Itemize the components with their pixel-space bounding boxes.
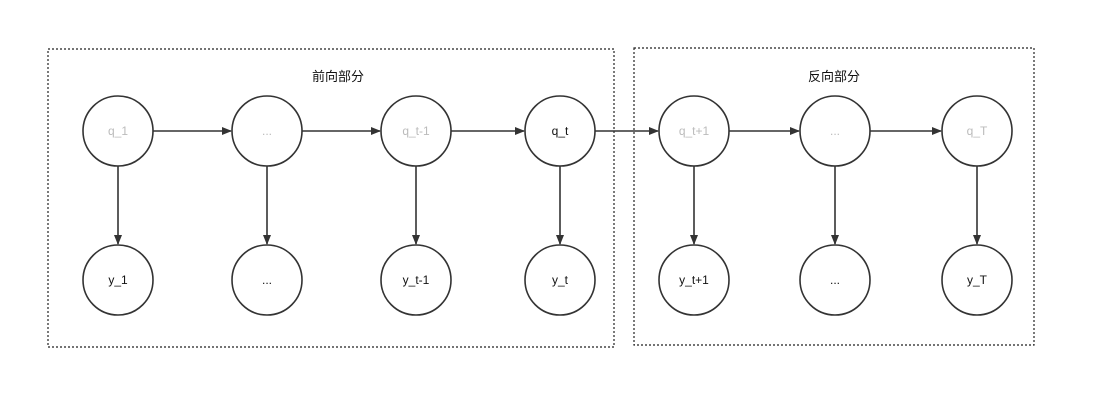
hidden-state-label: q_T [967, 124, 988, 138]
observation-circle [380, 244, 452, 316]
observation-label: y_t+1 [679, 273, 709, 287]
observation-circle [524, 244, 596, 316]
observation-label: y_T [967, 273, 988, 287]
observation-label: ... [830, 273, 840, 287]
observation-label: y_t [552, 273, 569, 287]
hidden-state-label: ... [830, 124, 840, 138]
observation-node-5-y-tplus1: y_t+1 [658, 244, 730, 316]
hidden-state-label: q_t [552, 124, 569, 138]
observation-node-2-ellipsis: ... [231, 244, 303, 316]
backward-group-label: 反向部分 [808, 69, 860, 84]
hidden-state-node-2-ellipsis: ... [231, 95, 303, 167]
observation-node-3-y-t-1: y_t-1 [380, 244, 452, 316]
hidden-state-node-7-q-t: q_T [941, 95, 1013, 167]
observation-label: y_t-1 [403, 273, 430, 287]
observation-node-4-y-t: y_t [524, 244, 596, 316]
hidden-state-circle [941, 95, 1013, 167]
observation-circle [799, 244, 871, 316]
observation-label: ... [262, 273, 272, 287]
hidden-state-circle [380, 95, 452, 167]
backward-group-box [633, 47, 1035, 346]
observation-node-7-y-t: y_T [941, 244, 1013, 316]
hidden-state-circle [524, 95, 596, 167]
hidden-state-label: q_t+1 [679, 124, 710, 138]
observation-circle [658, 244, 730, 316]
observation-node-1-y-1: y_1 [82, 244, 154, 316]
observation-label: y_1 [108, 273, 128, 287]
edges-layer [114, 127, 981, 245]
hidden-state-label: q_1 [108, 124, 128, 138]
hidden-state-circle [231, 95, 303, 167]
observation-circle [82, 244, 154, 316]
hidden-state-node-3-q-t-1: q_t-1 [380, 95, 452, 167]
hidden-state-node-5-q-tplus1: q_t+1 [658, 95, 730, 167]
forward-group-label: 前向部分 [312, 69, 364, 84]
hidden-state-node-6-ellipsis: ... [799, 95, 871, 167]
hidden-state-label: q_t-1 [402, 124, 430, 138]
observation-circle [941, 244, 1013, 316]
hidden-state-node-4-q-t: q_t [524, 95, 596, 167]
nodes-layer: q_1... q_t-1 q_t q_t+1... q_T y_1... y_t-1 y_t y… [82, 95, 1013, 316]
observation-node-6-ellipsis: ... [799, 244, 871, 316]
hidden-state-circle [799, 95, 871, 167]
hidden-state-node-1-q-1: q_1 [82, 95, 154, 167]
hidden-state-circle [658, 95, 730, 167]
observation-circle [231, 244, 303, 316]
hidden-state-label: ... [262, 124, 272, 138]
hidden-state-circle [82, 95, 154, 167]
